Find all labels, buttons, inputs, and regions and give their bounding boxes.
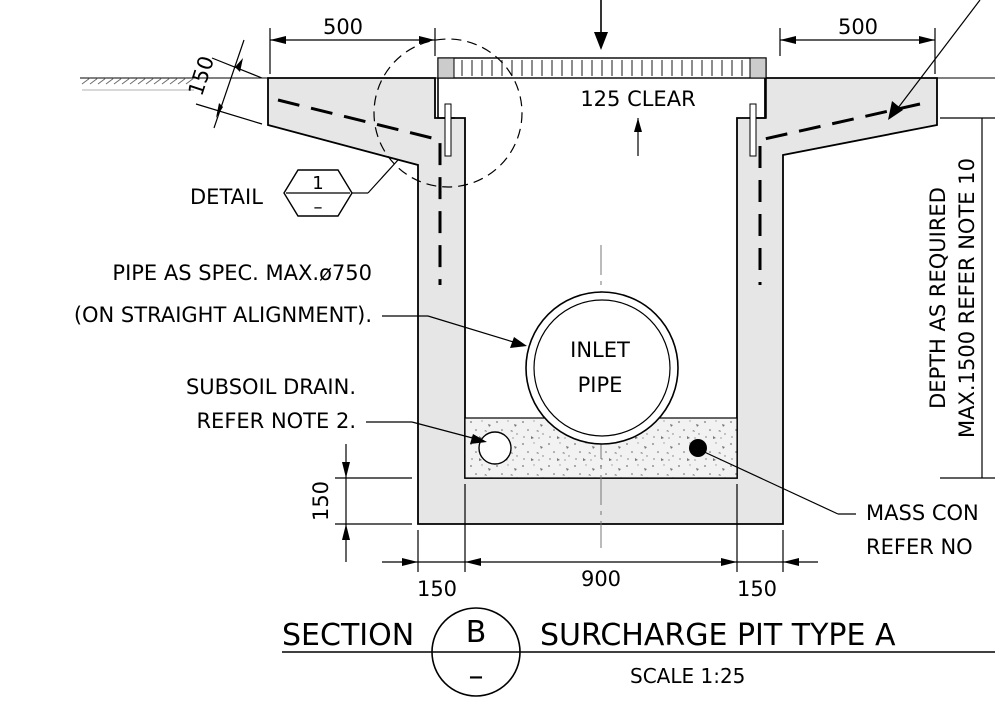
detail-number: 1	[312, 173, 323, 194]
title-prefix: SECTION	[282, 618, 414, 653]
dim-depth	[940, 117, 995, 479]
mass-concrete-marker	[689, 439, 707, 457]
mass-concrete-leader	[699, 449, 856, 515]
subsoil-note-line2: REFER NOTE 2.	[196, 409, 356, 433]
detail-label: DETAIL	[190, 185, 263, 209]
dim-wall-left-text: 150	[417, 577, 457, 601]
grate-cover	[437, 57, 767, 157]
dim-slab-thickness-text: 150	[184, 53, 219, 99]
detail-hexagon	[283, 159, 399, 217]
ground-hatch	[81, 77, 195, 91]
dim-left-width	[269, 28, 436, 74]
subsoil-note-line1: SUBSOIL DRAIN.	[186, 375, 356, 399]
title-scale: SCALE 1:25	[630, 664, 745, 688]
mass-concrete-note-line1: MASS CON	[866, 501, 979, 525]
dim-clear-opening-text: 125 CLEAR	[580, 87, 695, 111]
detail-callout-circle	[373, 38, 523, 188]
dim-slab-thickness	[195, 39, 263, 129]
pipe-leader	[382, 315, 527, 348]
dim-depth-text-line2: MAX.1500 REFER NOTE 10	[955, 158, 979, 438]
dim-wall-right-text: 150	[737, 577, 777, 601]
load-arrow	[594, 0, 608, 50]
dim-bottom-string	[382, 484, 818, 572]
dim-depth-text-line1: DEPTH AS REQUIRED	[926, 187, 950, 409]
dim-clear-opening	[634, 118, 642, 156]
detail-sheet: –	[314, 197, 323, 218]
section-letter: B	[466, 615, 487, 650]
subsoil-leader	[366, 421, 487, 444]
dim-base-thickness	[335, 444, 412, 562]
dim-base-thickness-text: 150	[309, 481, 333, 521]
inlet-label-line1: INLET	[570, 338, 630, 362]
subsoil-drain-pipe	[478, 431, 512, 465]
reinforcement-leader	[888, 0, 981, 120]
pipe-note-line1: PIPE AS SPEC. MAX.ø750	[112, 261, 372, 285]
pipe-note-line2: (ON STRAIGHT ALIGNMENT).	[74, 303, 372, 327]
pit-structure	[80, 77, 995, 525]
section-sheet: –	[469, 659, 484, 694]
title-name: SURCHARGE PIT TYPE A	[540, 618, 896, 653]
mass-concrete-note-line2: REFER NO	[866, 535, 973, 559]
dim-internal-width-text: 900	[581, 567, 621, 591]
inlet-label-line2: PIPE	[578, 373, 623, 397]
dim-left-width-text: 500	[323, 15, 363, 39]
dim-right-width-text: 500	[838, 15, 878, 39]
inlet-pipe	[525, 291, 679, 445]
reinforcement-right	[758, 102, 921, 285]
dim-right-width	[779, 28, 936, 74]
reinforcement-left	[277, 98, 442, 285]
